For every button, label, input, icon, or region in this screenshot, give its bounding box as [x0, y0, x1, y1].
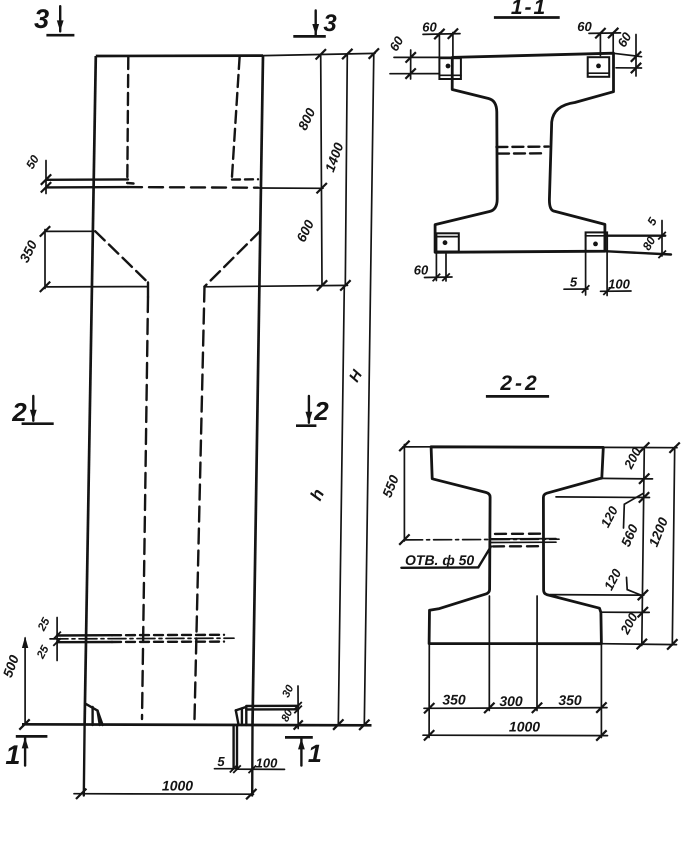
svg-text:1-1: 1-1	[511, 0, 547, 19]
svg-text:100: 100	[608, 277, 630, 292]
svg-text:25: 25	[35, 643, 52, 661]
svg-text:30: 30	[280, 683, 297, 700]
svg-text:2: 2	[313, 396, 329, 426]
svg-text:3: 3	[34, 4, 49, 34]
svg-text:60: 60	[577, 19, 592, 34]
svg-text:2: 2	[11, 397, 27, 427]
svg-text:100: 100	[256, 756, 278, 771]
svg-text:1: 1	[308, 740, 322, 768]
svg-text:25: 25	[36, 616, 53, 634]
svg-text:60: 60	[414, 263, 429, 278]
svg-text:1000: 1000	[162, 778, 193, 794]
svg-text:500: 500	[0, 653, 22, 680]
svg-text:80: 80	[640, 234, 659, 253]
svg-text:300: 300	[499, 693, 523, 709]
svg-text:350: 350	[558, 692, 582, 708]
svg-text:ОТВ. ф 50: ОТВ. ф 50	[405, 552, 474, 568]
svg-text:5: 5	[570, 275, 578, 290]
svg-text:60: 60	[422, 20, 437, 35]
svg-text:3: 3	[323, 10, 337, 37]
svg-text:80: 80	[279, 707, 296, 724]
svg-text:5: 5	[217, 754, 225, 769]
svg-text:2-2: 2-2	[499, 372, 539, 395]
svg-text:1000: 1000	[509, 719, 540, 735]
svg-text:1: 1	[5, 740, 20, 770]
svg-text:50: 50	[23, 152, 42, 171]
svg-text:350: 350	[442, 692, 466, 708]
